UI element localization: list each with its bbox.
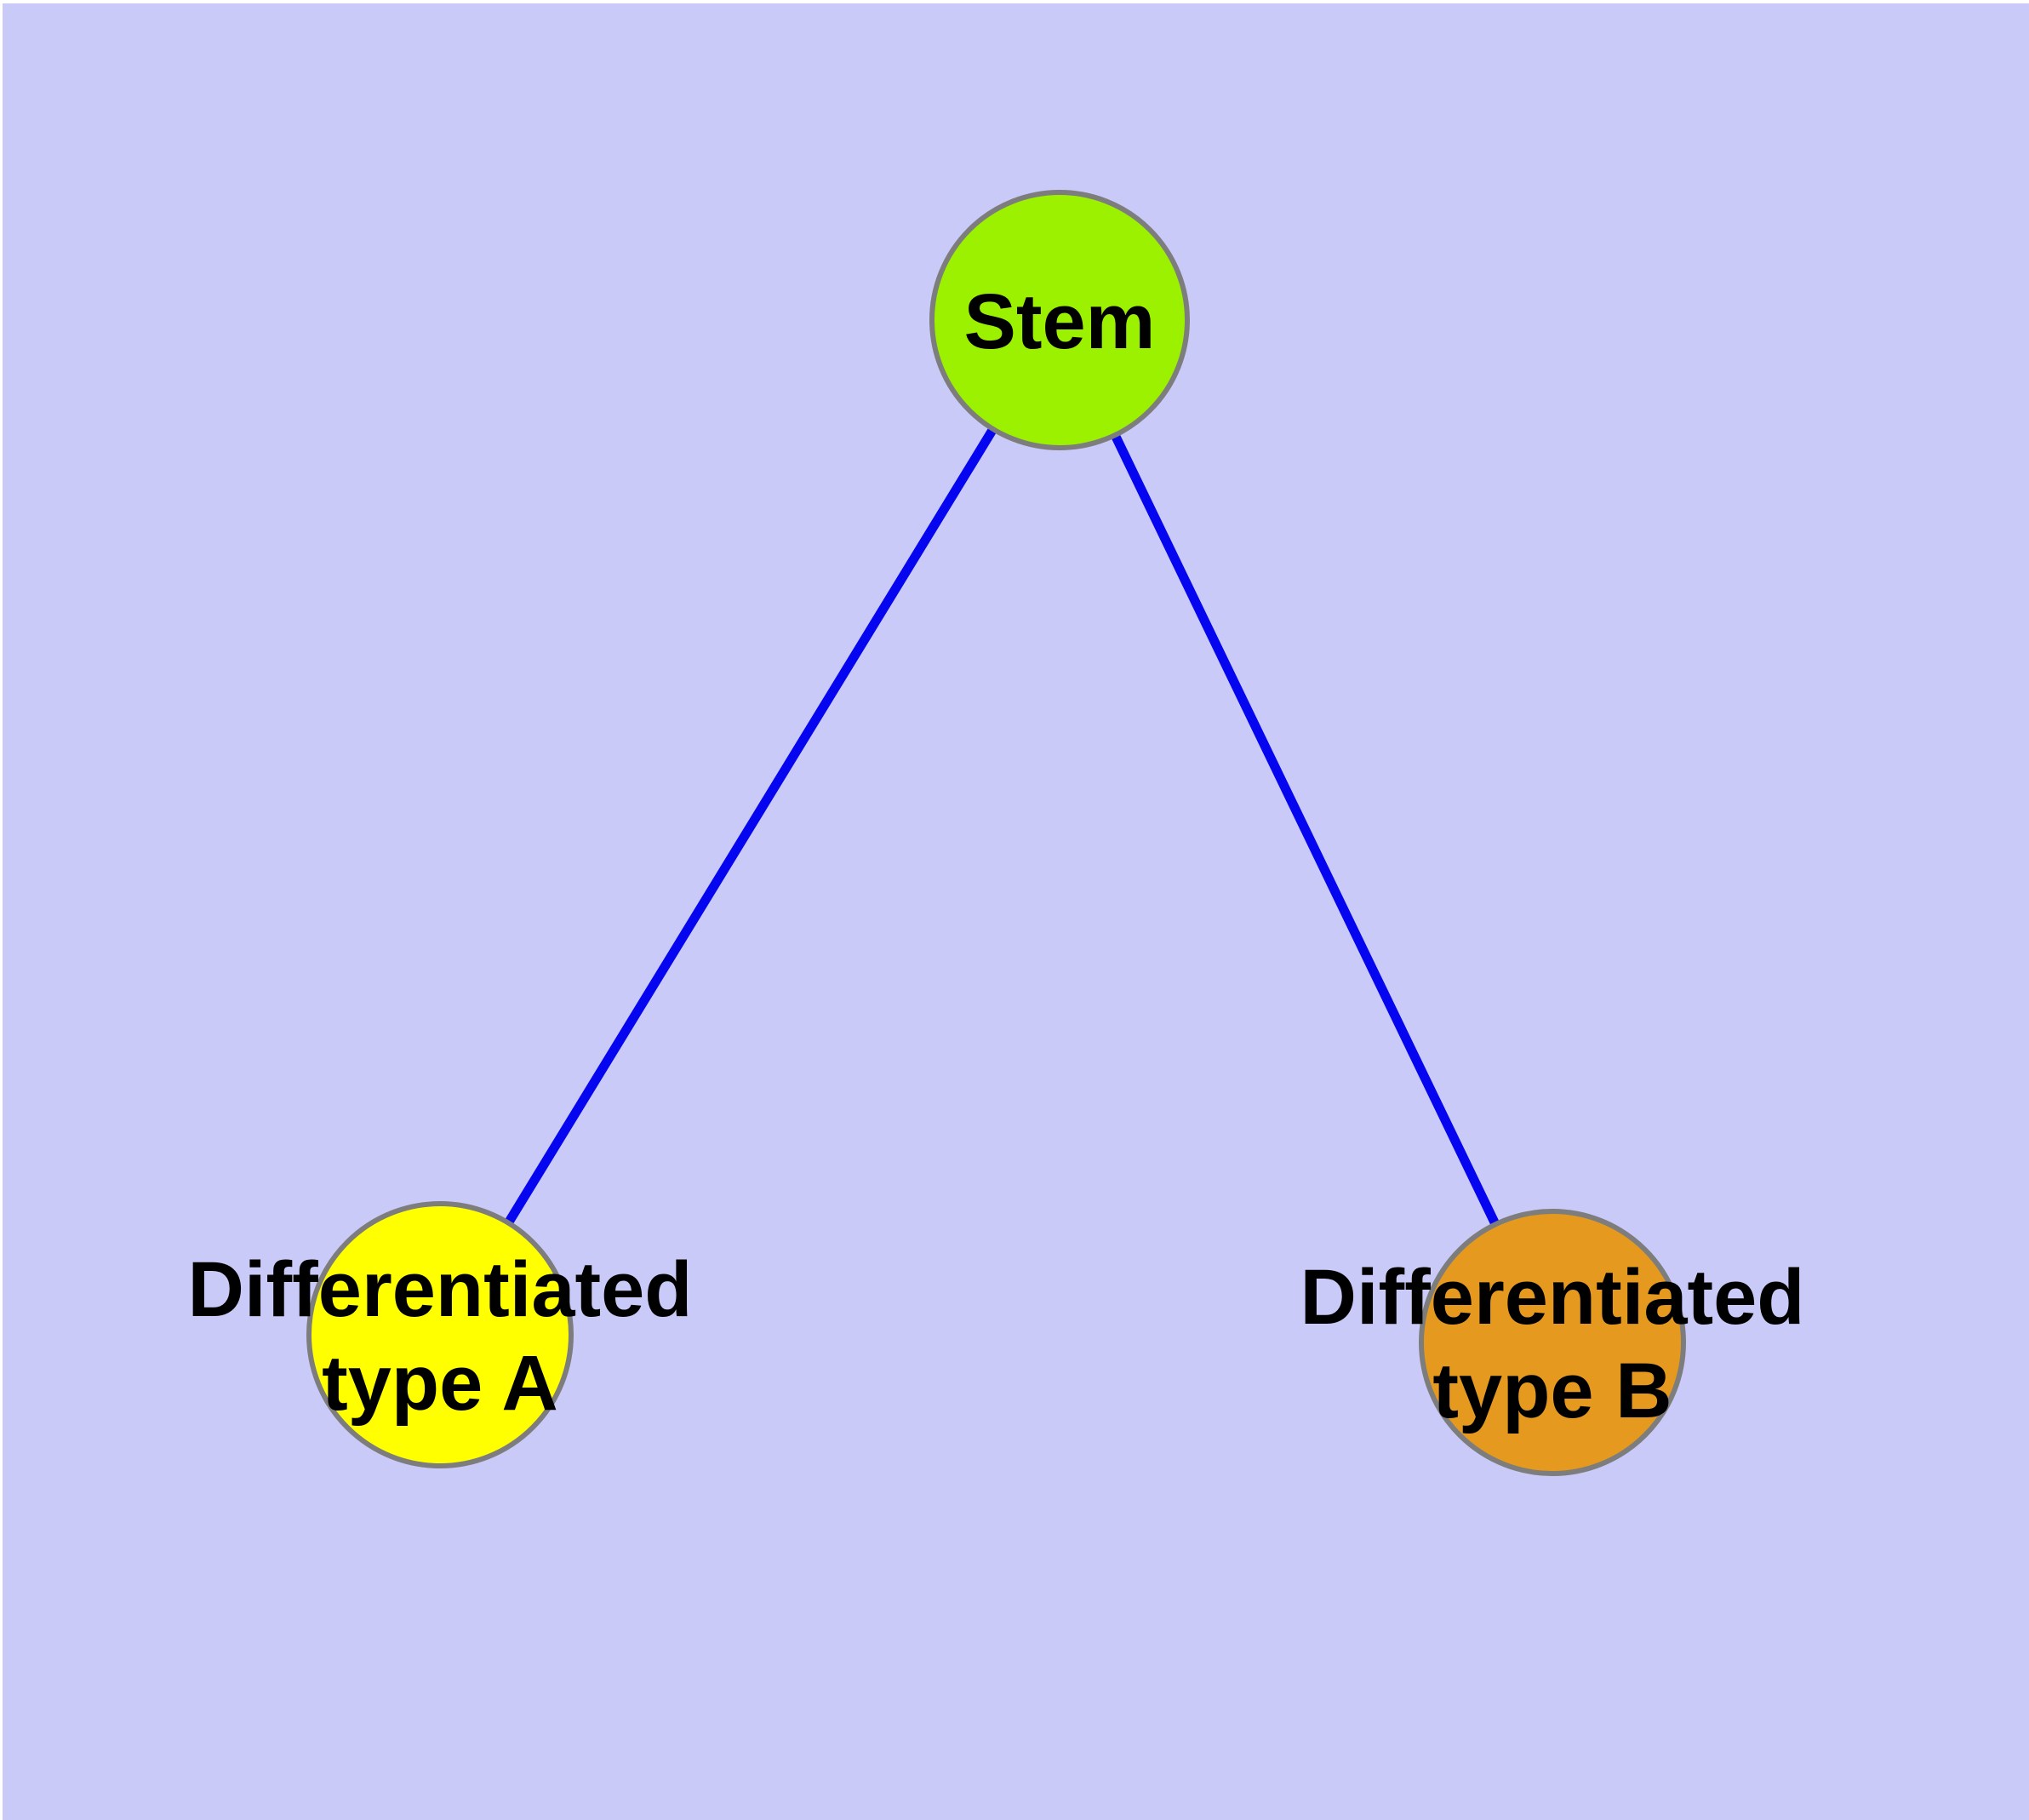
node-stem: [929, 190, 1190, 450]
node-type-a-label-line1: Differentiated: [188, 1246, 693, 1333]
edge-stem-to-type-a: [436, 318, 1064, 1337]
node-type-a-label-line2: type A: [322, 1340, 558, 1427]
node-type-b-label-line2: type B: [1432, 1348, 1672, 1434]
edge-stem-to-type-b: [1055, 318, 1557, 1345]
node-differentiated-type-b: [1419, 1209, 1686, 1476]
node-stem-label: Stem: [964, 278, 1156, 365]
node-type-b-label-line1: Differentiated: [1300, 1254, 1805, 1341]
node-differentiated-type-a: [306, 1201, 574, 1468]
